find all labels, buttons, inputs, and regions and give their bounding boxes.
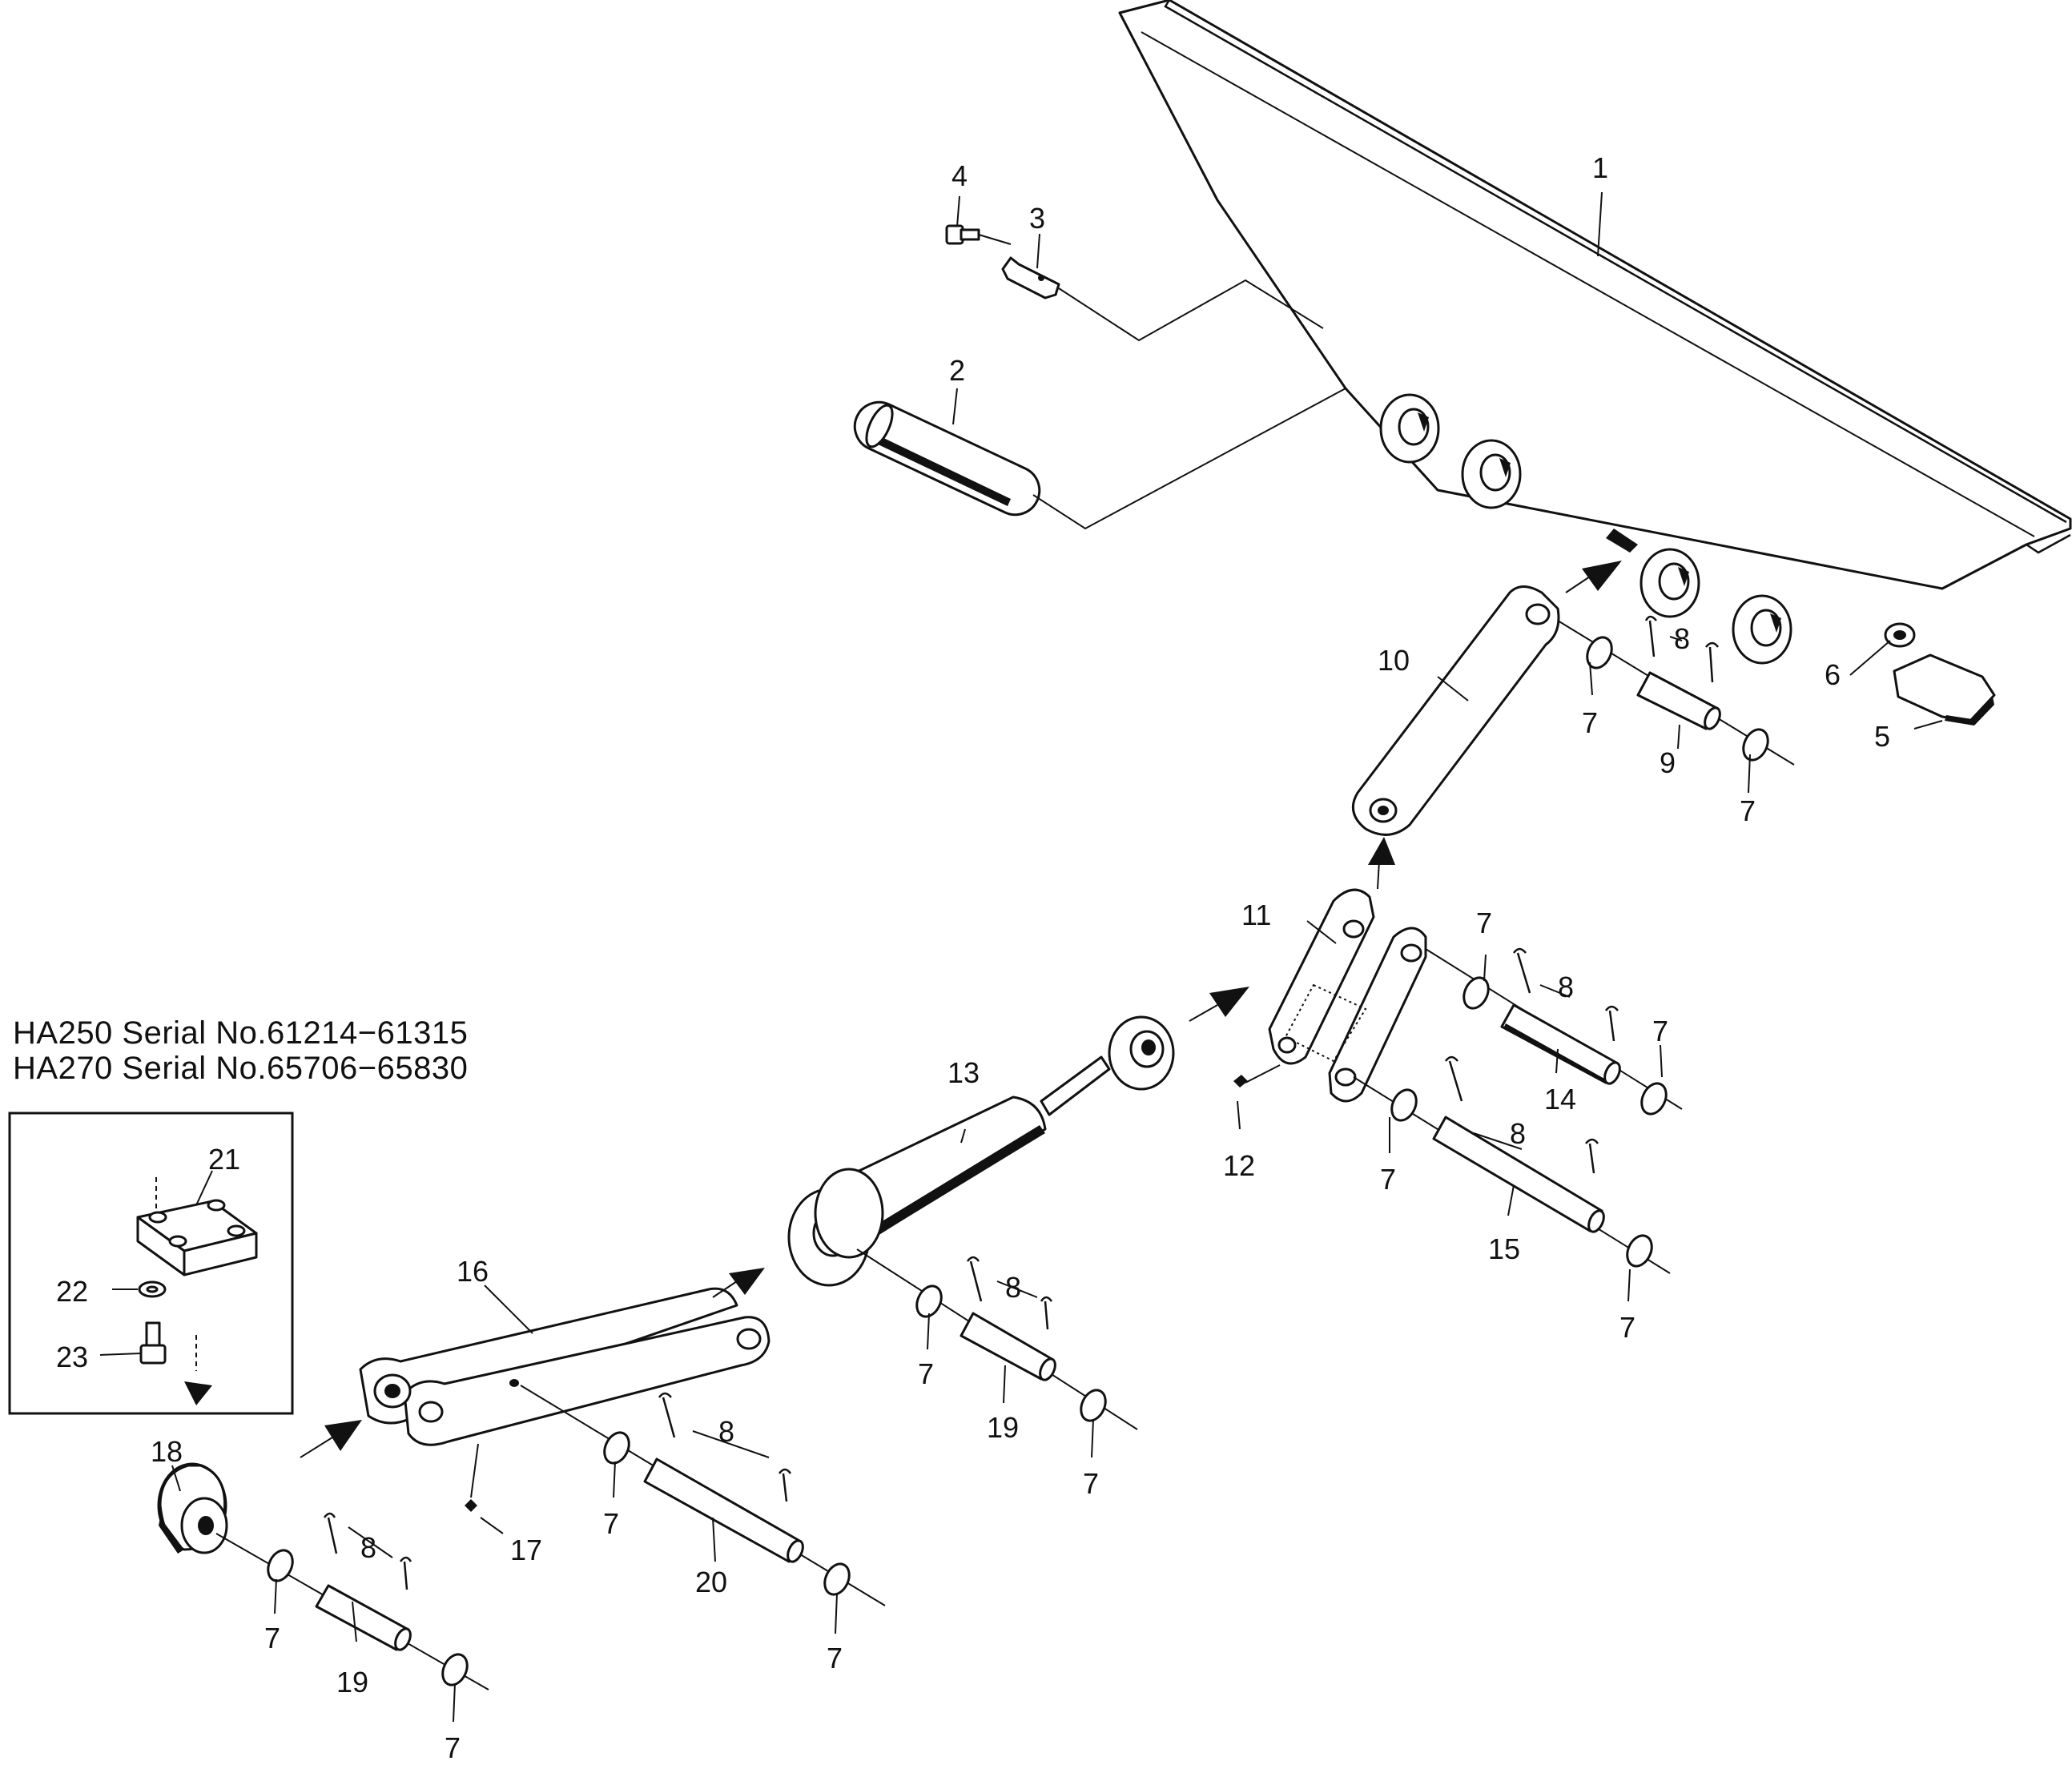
- callout-19b: 19: [336, 1666, 368, 1699]
- pin-part-9-assembly: [1557, 615, 1795, 766]
- callout-22: 22: [56, 1275, 88, 1308]
- callout-5: 5: [1874, 720, 1890, 753]
- callout-23: 23: [56, 1341, 88, 1373]
- callout-7b: 7: [1740, 794, 1756, 827]
- pin-part-19-upper-assembly: [856, 1248, 1138, 1430]
- pin-part-14-assembly: [1425, 947, 1683, 1116]
- callout-16: 16: [457, 1255, 489, 1288]
- callout-7e: 7: [1380, 1163, 1396, 1196]
- blade-lug-1: [1379, 393, 1440, 464]
- callout-8a: 8: [1674, 622, 1690, 655]
- blade-lug-2: [1461, 439, 1522, 509]
- frame-part-16: [359, 1287, 770, 1446]
- callout-7a: 7: [1582, 706, 1598, 739]
- callout-14: 14: [1544, 1083, 1576, 1116]
- bolt-part-4: [945, 224, 1012, 245]
- pad-part-5: [1893, 653, 1996, 726]
- callout-8f: 8: [360, 1531, 376, 1564]
- bracket-part-11: [1268, 888, 1427, 1103]
- cylinder-part-13: [787, 1015, 1175, 1287]
- callout-11: 11: [1241, 899, 1271, 931]
- callout-20: 20: [695, 1566, 727, 1598]
- callout-19a: 19: [987, 1411, 1019, 1444]
- callout-leaders: [99, 191, 1943, 1723]
- callout-7g: 7: [918, 1357, 934, 1390]
- callout-7j: 7: [827, 1642, 843, 1674]
- bolt-part-23: [139, 1321, 167, 1365]
- plate-part-21: [136, 1177, 258, 1276]
- callout-6: 6: [1825, 658, 1841, 691]
- callout-18: 18: [151, 1435, 183, 1468]
- grease-nipple-part-17: [465, 1443, 504, 1534]
- pin-part-20-assembly: [520, 1385, 886, 1606]
- washer-part-22: [138, 1280, 167, 1298]
- callout-15: 15: [1488, 1232, 1520, 1265]
- callout-17: 17: [510, 1534, 542, 1566]
- callout-7h: 7: [1083, 1467, 1099, 1500]
- callout-9: 9: [1660, 746, 1676, 779]
- callout-1: 1: [1592, 151, 1608, 184]
- blade-lug-3: [1639, 548, 1700, 618]
- callout-8e: 8: [718, 1415, 734, 1448]
- pin-part-19-lower-assembly: [215, 1512, 489, 1691]
- callout-8d: 8: [1005, 1271, 1021, 1304]
- grease-nipple-part-12: [1233, 1064, 1281, 1087]
- roller-part-18: [157, 1462, 228, 1554]
- bushing-part-3: [1001, 256, 1060, 300]
- inset-box: [8, 1112, 294, 1415]
- blade-assembly: [1118, 0, 2072, 665]
- callout-13: 13: [947, 1056, 980, 1089]
- callout-2: 2: [949, 354, 965, 387]
- callout-7k: 7: [264, 1622, 280, 1654]
- assembly-arrows: [300, 561, 1622, 1458]
- callout-7c: 7: [1476, 907, 1492, 939]
- callout-8b: 8: [1558, 971, 1574, 1003]
- callout-12: 12: [1223, 1149, 1255, 1182]
- serial-note-ha270: HA270 Serial No.65706−65830: [13, 1051, 469, 1086]
- serial-note-ha250: HA250 Serial No.61214−61315: [13, 1015, 469, 1051]
- callout-3: 3: [1029, 202, 1045, 235]
- callout-10: 10: [1378, 644, 1410, 677]
- link-part-10: [1351, 585, 1560, 836]
- callout-4: 4: [952, 159, 968, 192]
- fitting-part-6: [1884, 622, 1916, 648]
- callout-7f: 7: [1619, 1311, 1635, 1344]
- pin-part-15-assembly: [1353, 1055, 1671, 1274]
- pin-part-2: [853, 400, 1041, 517]
- callout-7l: 7: [445, 1731, 461, 1764]
- callout-21: 21: [208, 1143, 240, 1176]
- blade-lug-4: [1732, 594, 1792, 665]
- callout-7i: 7: [603, 1507, 619, 1540]
- callout-7d: 7: [1652, 1015, 1668, 1047]
- callout-8c: 8: [1510, 1117, 1526, 1150]
- callout-numbers: 1 2 3 4 5 6 7 7 7 7 7 7 7 7 7 7 7 7 8 8 …: [56, 151, 1890, 1764]
